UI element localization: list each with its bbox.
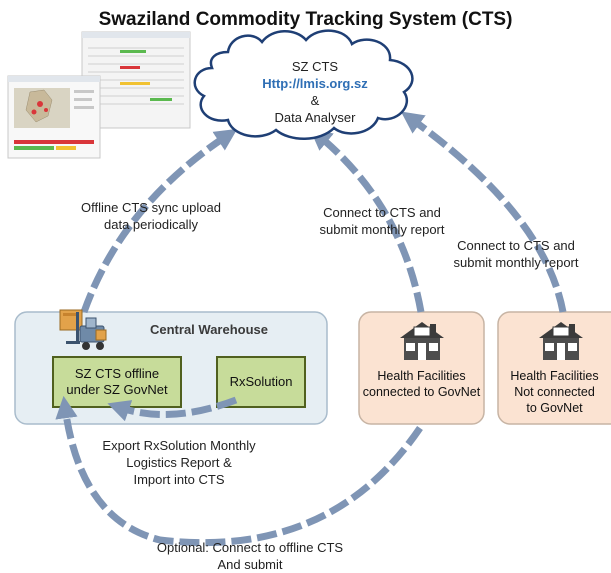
arrow-not-connected-facility bbox=[400, 111, 567, 313]
label-optional-offline: Optional: Connect to offline CTS And sub… bbox=[130, 539, 370, 573]
label-export-line-3: Import into CTS bbox=[133, 472, 225, 487]
sz-cts-offline-line-1: SZ CTS offline bbox=[74, 366, 160, 381]
facility-connected-box bbox=[358, 311, 485, 425]
facility-connected-line-1: Health Facilities bbox=[377, 369, 466, 383]
cloud-label: SZ CTS Http://lmis.org.sz & Data Analyse… bbox=[230, 58, 400, 126]
cloud-line-3: Data Analyser bbox=[274, 110, 356, 125]
label-export-line-1: Export RxSolution Monthly bbox=[102, 438, 256, 453]
label-connect1-line-2: submit monthly report bbox=[319, 222, 445, 237]
label-connect2-line-1: Connect to CTS and bbox=[457, 238, 575, 253]
rxsolution-label: RxSolution bbox=[229, 374, 293, 389]
label-sync-line-2: data periodically bbox=[104, 217, 198, 232]
label-sync-line-1: Offline CTS sync upload bbox=[81, 200, 221, 215]
facility-not-connected-label: Health Facilities Not connected to GovNe… bbox=[498, 368, 611, 416]
sz-cts-offline-label: SZ CTS offline under SZ GovNet bbox=[53, 366, 181, 398]
facility-not-connected-line-2: Not connected bbox=[514, 385, 595, 399]
sz-cts-offline-line-2: under SZ GovNet bbox=[66, 382, 168, 397]
cloud-line-1: SZ CTS bbox=[291, 59, 339, 74]
facility-not-connected-line-1: Health Facilities bbox=[510, 369, 599, 383]
cloud-url[interactable]: Http://lmis.org.sz bbox=[262, 76, 368, 91]
arrow-connected-facility bbox=[309, 127, 425, 313]
facility-connected-label: Health Facilities connected to GovNet bbox=[359, 368, 484, 400]
facility-not-connected-line-3: to GovNet bbox=[526, 401, 583, 415]
label-optional-line-1: Optional: Connect to offline CTS bbox=[156, 540, 344, 555]
diagram-title: Swaziland Commodity Tracking System (CTS… bbox=[98, 9, 513, 30]
label-export-rxsolution: Export RxSolution Monthly Logistics Repo… bbox=[94, 437, 264, 488]
label-optional-line-2: And submit bbox=[217, 557, 283, 572]
cloud-shape bbox=[193, 29, 414, 140]
cloud-ampersand: & bbox=[310, 93, 320, 108]
forklift-warehouse-icon bbox=[59, 309, 107, 350]
arrow-optional-offline bbox=[55, 395, 423, 547]
label-connect1-line-1: Connect to CTS and bbox=[323, 205, 441, 220]
label-export-line-2: Logistics Report & bbox=[126, 455, 232, 470]
central-warehouse-title: Central Warehouse bbox=[150, 322, 268, 337]
label-connect-govnet: Connect to CTS and submit monthly report bbox=[302, 204, 462, 238]
arrow-export-rxsolution bbox=[107, 396, 238, 422]
house-icon bbox=[539, 322, 583, 360]
label-connect-non-govnet: Connect to CTS and submit monthly report bbox=[436, 237, 596, 271]
facility-connected-line-2: connected to GovNet bbox=[362, 385, 481, 399]
label-connect2-line-2: submit monthly report bbox=[453, 255, 579, 270]
arrow-sync-upload bbox=[80, 128, 238, 314]
label-sync-upload: Offline CTS sync upload data periodicall… bbox=[66, 199, 236, 233]
screenshots-icon bbox=[7, 31, 191, 159]
house-icon bbox=[400, 322, 444, 360]
